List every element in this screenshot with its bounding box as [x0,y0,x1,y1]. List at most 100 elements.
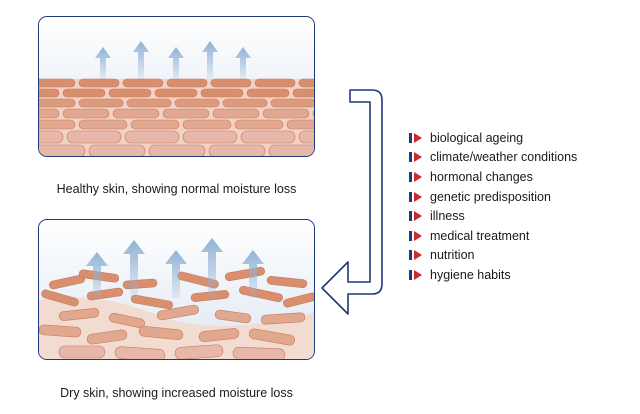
skin-cell [124,130,180,144]
skin-cell [182,119,232,130]
arrow-up-icon [165,250,187,298]
factor-label: hygiene habits [430,267,511,282]
bullet-triangle-icon [409,211,422,222]
skin-cell [78,98,124,108]
skin-cell [266,276,308,288]
factor-label: nutrition [430,248,475,263]
bullet-triangle-icon [409,152,422,163]
curved-arrow-left-icon [321,89,383,315]
skin-cell [286,119,314,130]
skin-cell [108,88,152,98]
factor-label: genetic predisposition [430,189,551,204]
skin-cell [270,98,314,108]
skin-cell [156,304,200,321]
factor-item: nutrition [409,246,577,266]
healthy-skin-caption: Healthy skin, showing normal moisture lo… [56,182,297,196]
skin-cell [298,130,314,144]
skin-cell [268,144,314,156]
skin-cell [138,325,184,341]
skin-cell [39,130,64,144]
arrow-up-icon [242,250,264,298]
skin-cell [112,108,160,119]
skin-cell [254,78,296,88]
bullet-triangle-icon [409,269,422,280]
factor-label: climate/weather conditions [430,150,578,165]
skin-cell [39,144,86,156]
skin-cell [114,346,166,359]
skin-cell [86,329,128,345]
factor-item: hygiene habits [409,265,577,285]
arrow-up-icon [235,47,251,79]
skin-cell [39,108,60,119]
skin-cell [41,289,79,307]
arrow-up-icon [95,47,111,79]
factor-label: medical treatment [430,228,530,243]
skin-cell [208,144,266,156]
skin-cell [166,78,208,88]
skin-cell [88,144,146,156]
arrow-up-icon [201,238,223,298]
arrow-up-icon [123,240,145,298]
factor-item: illness [409,206,577,226]
skin-cell [126,98,172,108]
skin-cell [108,312,146,329]
skin-cell [39,78,76,88]
skin-cell [58,345,106,359]
skin-cell [212,108,260,119]
bullet-triangle-icon [409,230,422,241]
skin-cell [78,119,128,130]
skin-cell [283,292,314,308]
factor-list: biological ageing climate/weather conditi… [409,128,577,285]
bullet-triangle-icon [409,132,422,143]
skin-cell [200,88,244,98]
skin-cell [260,312,306,325]
skin-cell [174,344,224,359]
factor-item: biological ageing [409,128,577,148]
dry-skin-panel [38,219,315,360]
skin-cell [248,328,296,346]
factor-label: illness [430,209,465,224]
skin-cell [162,108,210,119]
skin-cell [39,88,60,98]
factor-item: genetic predisposition [409,187,577,207]
skin-cell [222,98,268,108]
arrow-up-icon [133,41,149,79]
skin-cell [232,347,286,359]
dry-skin-caption: Dry skin, showing increased moisture los… [60,386,293,400]
skin-cell [62,108,110,119]
skin-cell [39,98,76,108]
skin-cell [240,130,296,144]
skin-cell [234,119,284,130]
skin-cell [154,88,198,98]
skin-cell [130,119,180,130]
skin-cell [298,78,314,88]
skin-cell [292,88,314,98]
skin-cell [58,308,100,321]
healthy-skin-illustration [39,17,314,156]
skin-cell [78,78,120,88]
factor-item: climate/weather conditions [409,148,577,168]
skin-cell [198,328,240,342]
skin-cell [262,108,310,119]
bullet-triangle-icon [409,191,422,202]
skin-cell [66,130,122,144]
skin-cell [122,78,164,88]
skin-cell [174,98,220,108]
healthy-skin-panel [38,16,315,157]
skin-cell [39,119,76,130]
skin-cell [62,88,106,98]
skin-tissue [39,297,314,359]
skin-cell [214,309,252,324]
arrow-up-icon [168,47,184,79]
arrow-up-icon [86,252,108,298]
factor-item: medical treatment [409,226,577,246]
arrow-up-icon [202,41,218,79]
bullet-triangle-icon [409,171,422,182]
factor-label: hormonal changes [430,169,533,184]
factor-label: biological ageing [430,130,524,145]
skin-cell [39,324,82,338]
skin-cell [210,78,252,88]
skin-cell [312,110,314,117]
skin-cell [182,130,238,144]
skin-cell [130,294,174,310]
